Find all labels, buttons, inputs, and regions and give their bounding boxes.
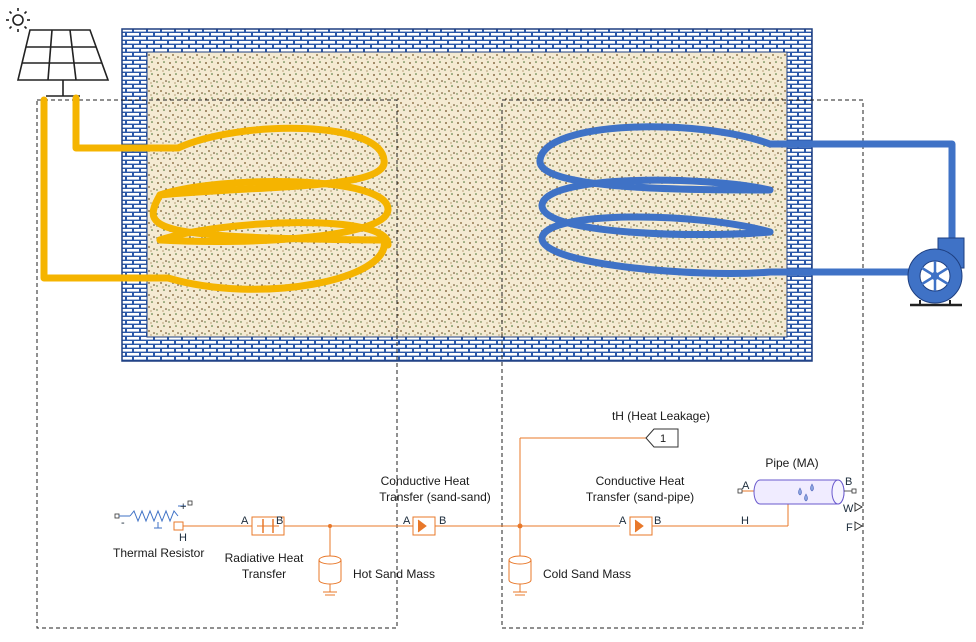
resistor-minus-label: - xyxy=(121,517,125,529)
pipe-port-b: B xyxy=(845,476,852,488)
outport-number: 1 xyxy=(660,433,666,445)
pipe-port-h: H xyxy=(741,515,749,527)
cond-sand-label-line2: Transfer (sand-sand) xyxy=(379,490,491,504)
hot-mass-cylinder xyxy=(318,560,342,585)
pipe-ma-block[interactable]: A B H W F Pipe (MA) xyxy=(737,456,864,534)
resistor-port-minus xyxy=(114,513,120,519)
sun-icon xyxy=(6,8,30,32)
resistor-plus-label: + xyxy=(180,501,186,513)
conductive-sand-pipe-block[interactable]: A B Conductive Heat Transfer (sand-pipe) xyxy=(586,474,694,536)
cond-sand-label-line1: Conductive Heat xyxy=(381,474,470,488)
pipe-port-b-box xyxy=(851,488,857,494)
cond-pipe-label-line2: Transfer (sand-pipe) xyxy=(586,490,694,504)
resistor-h-label: H xyxy=(179,532,187,544)
pump-icon xyxy=(907,237,965,307)
outport-label: tH (Heat Leakage) xyxy=(612,409,710,423)
cold-coil xyxy=(536,123,956,277)
pipe-port-w-arrow xyxy=(854,502,864,512)
cold-sand-mass-block[interactable]: Cold Sand Mass xyxy=(508,555,631,596)
radiative-label-line1: Radiative Heat xyxy=(225,551,304,565)
pipe-label: Pipe (MA) xyxy=(765,456,818,470)
cond-pipe-label-line1: Conductive Heat xyxy=(596,474,685,488)
cond-pipe-port-b: B xyxy=(654,515,661,527)
heat-leakage-outport[interactable]: 1 tH (Heat Leakage) xyxy=(612,409,710,448)
hot-sand-mass-label: Hot Sand Mass xyxy=(353,567,435,581)
radiative-heat-transfer-block[interactable]: A B Radiative Heat Transfer xyxy=(225,515,304,581)
radiative-label-line2: Transfer xyxy=(242,567,286,581)
hot-sand-mass-block[interactable]: Hot Sand Mass xyxy=(318,555,435,596)
resistor-port-h xyxy=(173,521,184,531)
hot-subsystem-boundary xyxy=(36,99,398,629)
cond-sand-port-a: A xyxy=(403,515,411,527)
thermal-resistor-label: Thermal Resistor xyxy=(113,546,204,560)
pipe-port-a-box xyxy=(737,488,743,494)
cold-sand-mass-label: Cold Sand Mass xyxy=(543,567,631,581)
junction-hot xyxy=(328,524,332,528)
cond-pipe-port-a: A xyxy=(619,515,627,527)
thermal-resistor-block[interactable]: + - H Thermal Resistor xyxy=(113,500,204,560)
cold-mass-cylinder xyxy=(508,560,532,585)
radiative-port-a: A xyxy=(241,515,249,527)
cold-subsystem-boundary xyxy=(501,99,864,629)
thermal-connection-lines xyxy=(183,437,789,556)
sand-tank xyxy=(121,28,813,362)
cond-sand-port-b: B xyxy=(439,515,446,527)
pipe-port-f-arrow xyxy=(854,521,864,531)
resistor-zigzag xyxy=(129,509,179,523)
resistor-port-plus xyxy=(187,500,193,506)
pipe-port-w: W xyxy=(843,503,854,515)
junction-cold xyxy=(517,523,523,529)
hot-coil xyxy=(40,94,392,293)
tank-sand-fill xyxy=(146,51,788,338)
conductive-sand-sand-block[interactable]: A B Conductive Heat Transfer (sand-sand) xyxy=(379,474,491,536)
pipe-port-f: F xyxy=(846,522,853,534)
radiative-port-b: B xyxy=(276,515,283,527)
solar-panel-icon xyxy=(16,29,110,97)
pipe-port-a: A xyxy=(742,480,750,492)
